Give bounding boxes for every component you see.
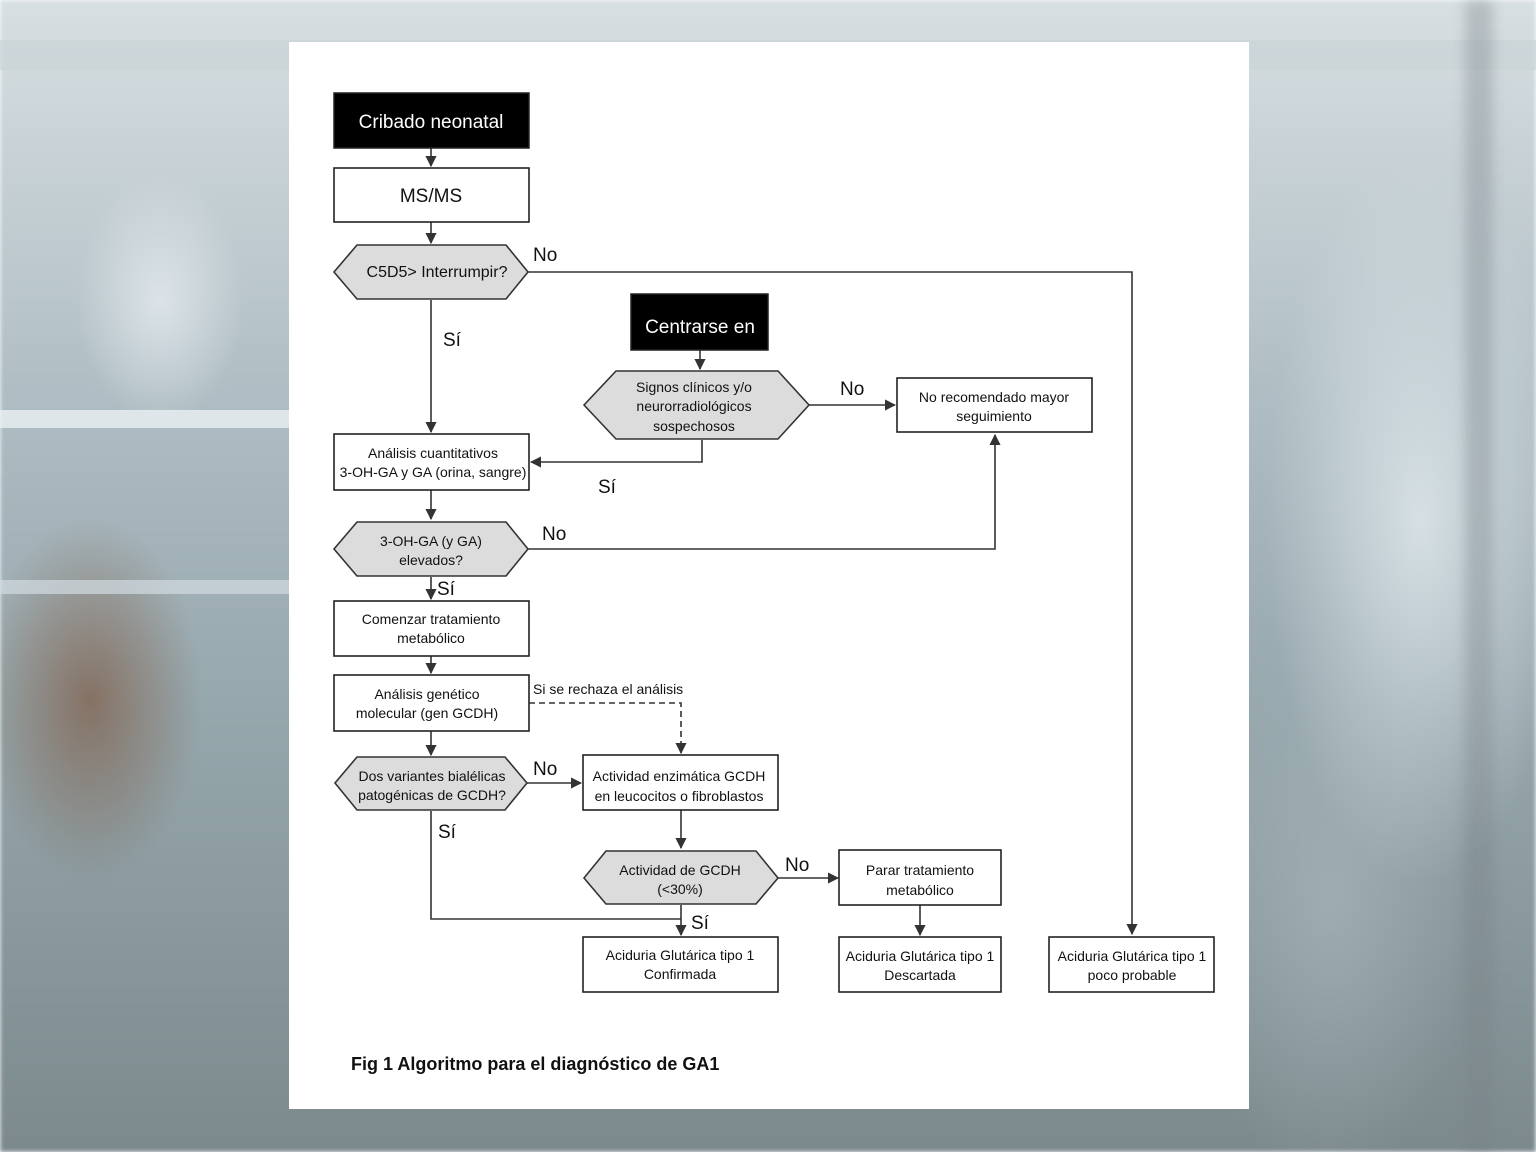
node-comenzar-line1: Comenzar tratamiento (362, 611, 501, 627)
node-analisis-genetico-line1: Análisis genético (374, 686, 479, 702)
node-confirmada-line2: Confirmada (644, 966, 717, 982)
decision-actividad-gcdh-line2: (<30%) (657, 881, 703, 897)
node-parar-line1: Parar tratamiento (866, 862, 974, 878)
decision-signos-line3: sospechosos (653, 418, 735, 434)
decision-signos-line1: Signos clínicos y/o (636, 379, 752, 395)
decision-signos-line2: neurorradiológicos (636, 398, 751, 414)
label-c5d5-si: Sí (443, 330, 462, 351)
node-descartada-line1: Aciduria Glutárica tipo 1 (846, 948, 995, 964)
node-analisis-cuantitativos-line1: Análisis cuantitativos (368, 445, 498, 461)
figure-caption: Fig 1 Algoritmo para el diagnóstico de G… (351, 1054, 720, 1074)
label-elevados-si: Sí (437, 579, 456, 600)
decision-c5d5: C5D5> Interrumpir? (332, 244, 530, 300)
node-poco-probable-line1: Aciduria Glutárica tipo 1 (1058, 948, 1207, 964)
node-poco-probable: Aciduria Glutárica tipo 1 poco probable (1048, 936, 1215, 993)
decision-elevados-line2: elevados? (399, 552, 463, 568)
node-msms: MS/MS (333, 167, 530, 223)
node-msms-label: MS/MS (400, 186, 462, 207)
edge-variantes-si (430, 811, 681, 920)
node-centrarse: Centrarse en (630, 293, 769, 351)
edge-labels: No Sí No Sí No Sí Si se rechaza el análi… (437, 245, 864, 934)
node-no-recomendado: No recomendado mayor seguimiento (896, 377, 1093, 433)
node-analisis-genetico: Análisis genético molecular (gen GCDH) (333, 674, 530, 732)
node-no-recomendado-line2: seguimiento (956, 408, 1032, 424)
label-signos-no: No (840, 379, 864, 400)
decision-actividad-gcdh: Actividad de GCDH (<30%) (582, 850, 780, 905)
node-actividad-enzimatica-line1: Actividad enzimática GCDH (593, 768, 766, 784)
node-descartada-line2: Descartada (884, 967, 956, 983)
label-variantes-no: No (533, 759, 557, 780)
node-actividad-enzimatica: Actividad enzimática GCDH en leucocitos … (582, 754, 779, 811)
node-no-recomendado-line1: No recomendado mayor (919, 389, 1070, 405)
edge-elevados-no (528, 433, 1001, 550)
decision-c5d5-label: C5D5> Interrumpir? (367, 264, 508, 281)
node-comenzar-line2: metabólico (397, 630, 465, 646)
node-analisis-genetico-line2: molecular (gen GCDH) (356, 705, 498, 721)
node-parar-line2: metabólico (886, 882, 954, 898)
decision-dos-variantes-line2: patogénicas de GCDH? (358, 787, 506, 803)
decision-dos-variantes: Dos variantes bialélicas patogénicas de … (333, 756, 529, 811)
node-cribado: Cribado neonatal (333, 92, 530, 149)
decision-signos: Signos clínicos y/o neurorradiológicos s… (582, 370, 811, 440)
node-descartada: Aciduria Glutárica tipo 1 Descartada (838, 936, 1002, 993)
background-shelf-lower (0, 580, 290, 594)
decision-actividad-gcdh-line1: Actividad de GCDH (619, 862, 740, 878)
decision-elevados: 3-OH-GA (y GA) elevados? (332, 521, 530, 577)
node-confirmada: Aciduria Glutárica tipo 1 Confirmada (582, 936, 779, 993)
label-rechaza: Si se rechaza el análisis (533, 681, 683, 697)
node-comenzar-tratamiento: Comenzar tratamiento metabólico (333, 600, 530, 657)
node-poco-probable-line2: poco probable (1088, 967, 1177, 983)
decision-elevados-line1: 3-OH-GA (y GA) (380, 533, 482, 549)
background-post (1465, 0, 1493, 1152)
decision-dos-variantes-line1: Dos variantes bialélicas (358, 768, 505, 784)
label-elevados-no: No (542, 524, 566, 545)
edge-signos-si (529, 440, 703, 468)
node-centrarse-label: Centrarse en (645, 317, 755, 338)
edge-rechaza-dashed (529, 702, 687, 755)
label-variantes-si: Sí (438, 822, 457, 843)
node-confirmada-line1: Aciduria Glutárica tipo 1 (606, 947, 755, 963)
label-gcdh-no: No (785, 855, 809, 876)
node-actividad-enzimatica-line2: en leucocitos o fibroblastos (595, 788, 764, 804)
label-gcdh-si: Sí (691, 913, 710, 934)
label-signos-si: Sí (598, 477, 617, 498)
node-analisis-cuantitativos-line2: 3-OH-GA y GA (orina, sangre) (340, 464, 527, 480)
node-cribado-label: Cribado neonatal (359, 112, 504, 133)
label-c5d5-no: No (533, 245, 557, 266)
background-shelf (0, 410, 290, 428)
edge-c5d5-no (528, 271, 1138, 936)
connectors (425, 148, 1138, 937)
node-analisis-cuantitativos: Análisis cuantitativos 3-OH-GA y GA (ori… (333, 433, 530, 491)
node-parar-tratamiento: Parar tratamiento metabólico (838, 849, 1002, 906)
